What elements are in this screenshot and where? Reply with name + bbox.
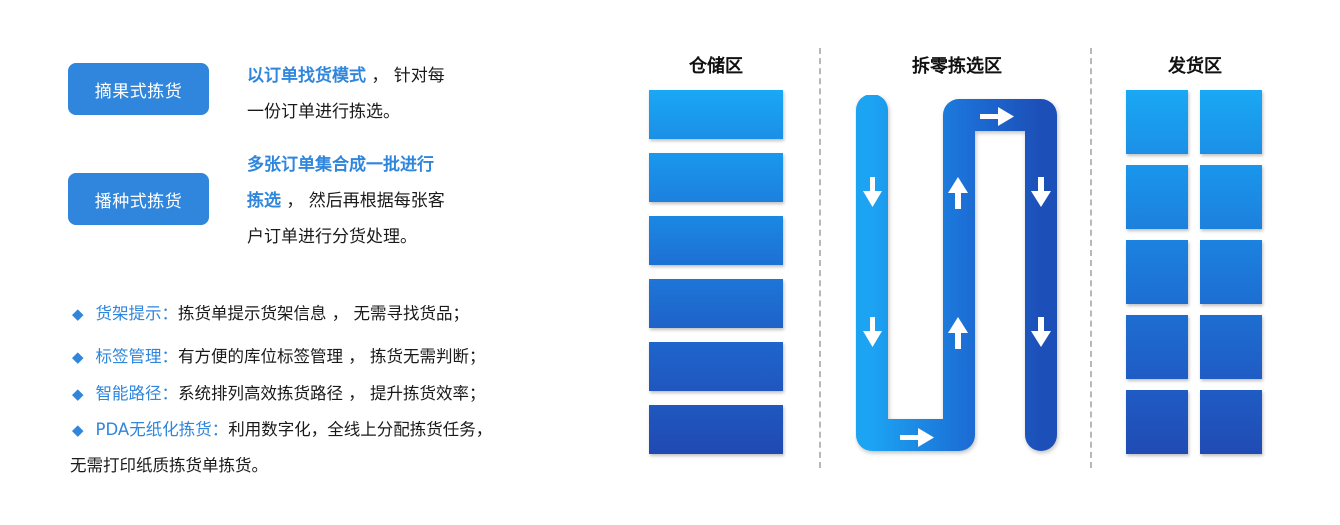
feature-text: 系统排列高效拣货路径 ， 提升拣货效率； — [178, 384, 486, 403]
shipping-bin — [1200, 165, 1262, 229]
feature-text: 利用数字化，全线上分配拣货任务， — [228, 420, 493, 439]
feature-text: 有方便的库位标签管理 ， 拣货无需判断； — [178, 347, 486, 366]
feature-item: ◆ 标签管理：有方便的库位标签管理 ， 拣货无需判断； — [72, 343, 486, 367]
zone-title-picking: 拆零拣选区 — [912, 56, 1002, 77]
diamond-bullet-icon: ◆ — [72, 305, 84, 323]
feature-text: 拣货单提示货架信息 ， 无需寻找货品； — [178, 304, 470, 323]
arrow-right-icon — [980, 107, 1014, 126]
arrow-down-icon — [1031, 317, 1051, 347]
mode-pill-seeding-picking: 播种式拣货 — [68, 173, 209, 225]
feature-item: ◆ 货架提示：拣货单提示货架信息 ， 无需寻找货品； — [72, 300, 469, 324]
shipping-bin — [1200, 90, 1262, 154]
desc-highlight: 拣选 — [247, 191, 281, 211]
warehouse-shelf — [649, 216, 783, 265]
diamond-bullet-icon: ◆ — [72, 348, 84, 366]
desc-highlight: 以订单找货模式 — [247, 66, 366, 86]
feature-label: 货架提示： — [95, 304, 179, 323]
feature-item: ◆ 智能路径：系统排列高效拣货路径 ， 提升拣货效率； — [72, 380, 486, 404]
feature-continuation: 无需打印纸质拣货单拣货。 — [70, 456, 268, 475]
mode-desc-seeding-picking: 多张订单集合成一批进行 拣选 ， 然后再根据每张客 户订单进行分货处理。 — [247, 147, 445, 255]
shipping-bin — [1200, 390, 1262, 454]
warehouse-shelf — [649, 279, 783, 328]
warehouse-shelf — [649, 153, 783, 202]
zone-title-warehouse: 仓储区 — [689, 56, 743, 77]
mode-desc-fruit-picking: 以订单找货模式 ， 针对每 一份订单进行拣选。 — [247, 58, 445, 130]
shipping-bin — [1200, 315, 1262, 379]
shipping-bin — [1126, 390, 1188, 454]
feature-item: ◆ PDA无纸化拣货：利用数字化，全线上分配拣货任务， — [72, 416, 492, 440]
desc-text: 一份订单进行拣选。 — [247, 102, 400, 122]
diamond-bullet-icon: ◆ — [72, 385, 84, 403]
shipping-bin — [1126, 90, 1188, 154]
mode-pill-fruit-picking: 摘果式拣货 — [68, 63, 209, 115]
desc-text: ， 针对每 — [366, 66, 445, 86]
arrow-down-icon — [863, 317, 882, 347]
shipping-bin — [1200, 240, 1262, 304]
feature-label: 标签管理： — [95, 347, 179, 366]
picking-route — [856, 95, 1057, 451]
arrow-down-icon — [863, 177, 882, 207]
zone-divider — [1090, 48, 1092, 468]
shipping-bin — [1126, 240, 1188, 304]
arrow-down-icon — [1031, 177, 1051, 207]
warehouse-shelf — [649, 90, 783, 139]
picking-path-diagram — [856, 95, 1057, 451]
feature-label: 智能路径： — [95, 384, 179, 403]
feature-label: PDA无纸化拣货： — [95, 420, 229, 439]
warehouse-shelf — [649, 405, 783, 454]
desc-highlight: 多张订单集合成一批进行 — [247, 155, 434, 175]
shipping-bin — [1126, 315, 1188, 379]
zone-divider — [819, 48, 821, 468]
shipping-bin — [1126, 165, 1188, 229]
desc-text: ， 然后再根据每张客 — [281, 191, 445, 211]
diamond-bullet-icon: ◆ — [72, 421, 84, 439]
arrow-right-icon — [900, 428, 934, 447]
warehouse-shelf — [649, 342, 783, 391]
zone-title-shipping: 发货区 — [1168, 56, 1222, 77]
arrow-up-icon — [948, 317, 968, 349]
arrow-up-icon — [948, 177, 968, 209]
desc-text: 户订单进行分货处理。 — [247, 227, 417, 247]
